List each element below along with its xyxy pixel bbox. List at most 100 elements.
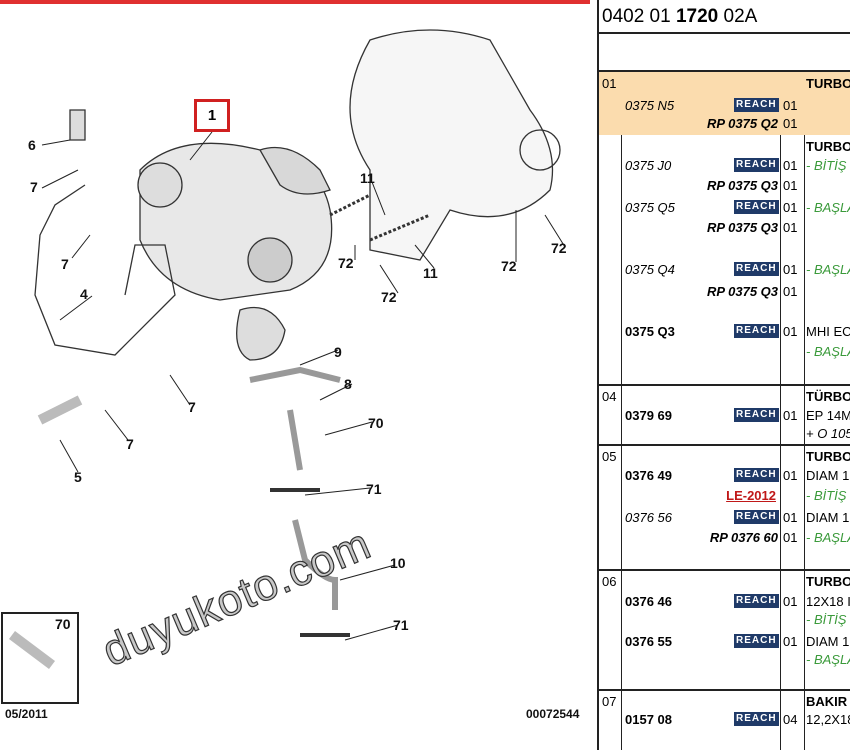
replacement-part-number[interactable]: RP 0376 60 [709,530,778,545]
quantity: 01 [783,594,798,609]
exploded-parts-diagram: duyukoto.com 1 6 7 7 4 7 7 5 11 72 72 11… [0,0,590,721]
position-number: 06 [602,574,617,589]
quantity: 01 [783,284,798,299]
inset-callout-70[interactable]: 70 [55,616,71,632]
description-title: TÜRBO [806,389,850,404]
date-note: - BİTİŞ [806,158,847,173]
replacement-part-number[interactable]: RP 0375 Q2 [706,116,778,131]
description: 12,2X18 [806,712,850,727]
date-note: - BAŞLA [806,530,850,545]
quantity: 01 [783,200,798,215]
position-number: 01 [602,76,617,91]
callout-7[interactable]: 7 [61,256,69,272]
turbo-drawing [9,29,566,669]
position-number: 04 [602,389,617,404]
callout-72[interactable]: 72 [381,289,397,305]
description: DIAM 1 [806,468,850,483]
callout-70[interactable]: 70 [368,415,384,431]
reach-badge: REACH [734,468,779,482]
quantity: 01 [783,510,798,525]
date-note: - BAŞLA [806,344,850,359]
quantity: 01 [783,262,798,277]
callout-72[interactable]: 72 [338,255,354,271]
reach-badge: REACH [734,634,779,648]
description-title: BAKIR [806,694,848,709]
callout-6[interactable]: 6 [28,137,36,153]
replacement-part-number[interactable]: RP 0375 Q3 [706,178,778,193]
callout-72[interactable]: 72 [501,258,517,274]
description: DIAM 1 [806,634,850,649]
description: DIAM 1 [806,510,850,525]
callout-71[interactable]: 71 [393,617,409,633]
part-number[interactable]: 0375 Q3 [625,324,675,339]
callout-71[interactable]: 71 [366,481,382,497]
reach-badge: REACH [734,408,779,422]
callout-8[interactable]: 8 [344,376,352,392]
part-number[interactable]: 0376 55 [625,634,672,649]
callout-5[interactable]: 5 [74,469,82,485]
reach-badge: REACH [734,262,779,276]
part-number[interactable]: 0375 J0 [625,158,672,173]
date-note: - BİTİŞ [806,488,847,503]
reach-badge: REACH [734,594,779,608]
position-number: 05 [602,449,617,464]
selected-row-highlight [599,72,850,135]
part-number[interactable]: 0375 Q4 [625,262,675,277]
quantity: 01 [783,158,798,173]
callout-9[interactable]: 9 [334,344,342,360]
quantity: 01 [783,220,798,235]
quantity: 01 [783,178,798,193]
quantity: 01 [783,468,798,483]
quantity: 01 [783,634,798,649]
description-title: TURBO [806,574,850,589]
date-note: - BİTİŞ [806,612,847,627]
drawing-number: 00072544 [526,707,580,721]
reference-number: 0402 01 1720 02A [602,6,758,27]
part-number[interactable]: 0376 49 [625,468,672,483]
quantity: 04 [783,712,798,727]
callout-10[interactable]: 10 [390,555,406,571]
callout-7[interactable]: 7 [188,399,196,415]
description-title: TURBO [806,76,850,91]
description: MHI EC [806,324,850,339]
part-number[interactable]: 0379 69 [625,408,672,423]
callout-4[interactable]: 4 [80,286,88,302]
date-note: - BAŞLA [806,262,850,277]
quantity: 01 [783,98,798,113]
description: EP 14M [806,408,850,423]
description-title: TURBO [806,139,850,154]
reach-badge: REACH [734,158,779,172]
callout-7[interactable]: 7 [30,179,38,195]
quantity: 01 [783,116,798,131]
callout-72[interactable]: 72 [551,240,567,256]
part-number[interactable]: 0376 56 [625,510,672,525]
date-note: - BAŞLA [806,200,850,215]
top-red-rule [0,0,590,4]
reach-badge: REACH [734,200,779,214]
position-number: 07 [602,694,617,709]
description-title: TURBO [806,449,850,464]
date-note: - BAŞLA [806,652,850,667]
quantity: 01 [783,324,798,339]
reach-badge: REACH [734,712,779,726]
replacement-part-number[interactable]: RP 0375 Q3 [706,220,778,235]
screw-inset: 70 [1,612,79,704]
date-limit-link[interactable]: LE-2012 [726,488,776,503]
description-note: + O 105 [806,426,850,441]
reach-badge: REACH [734,98,779,112]
callout-7[interactable]: 7 [126,436,134,452]
replacement-part-number[interactable]: RP 0375 Q3 [706,284,778,299]
reach-badge: REACH [734,510,779,524]
quantity: 01 [783,530,798,545]
part-number[interactable]: 0375 Q5 [625,200,675,215]
callout-11[interactable]: 11 [360,170,375,186]
part-number[interactable]: 0157 08 [625,712,672,727]
quantity: 01 [783,408,798,423]
diagram-date: 05/2011 [5,707,48,721]
callout-11[interactable]: 11 [423,265,438,281]
part-number[interactable]: 0376 46 [625,594,672,609]
part-number[interactable]: 0375 N5 [625,98,675,113]
description: 12X18 I [806,594,850,609]
callout-1-selected[interactable]: 1 [194,99,230,132]
